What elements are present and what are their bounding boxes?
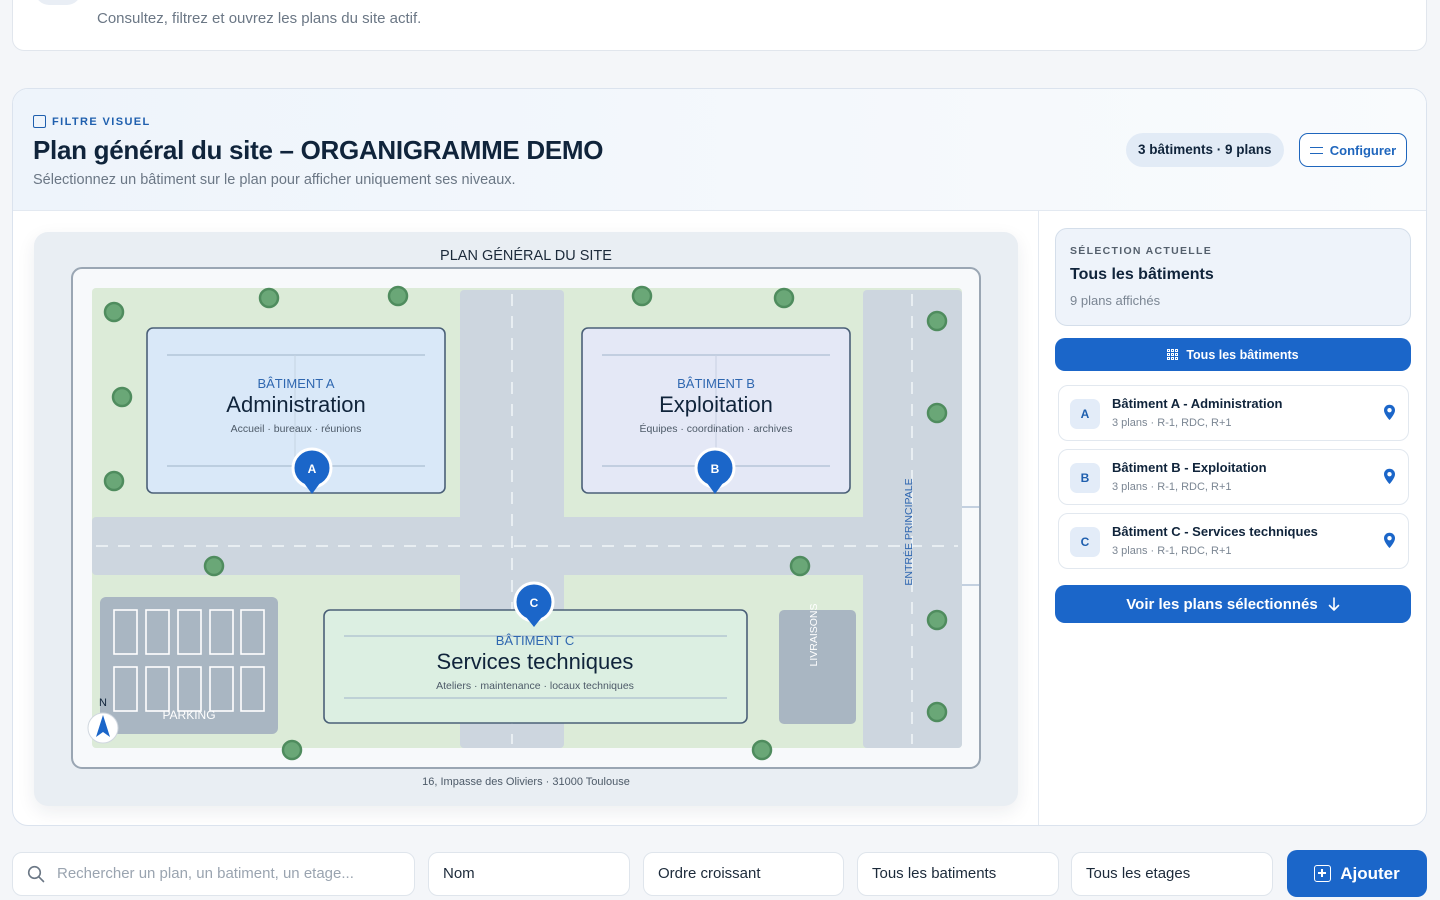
building-c-desc: Ateliers · maintenance · locaux techniqu… [436, 680, 634, 692]
building-letter-badge: C [1070, 527, 1100, 557]
sliders-icon [1309, 145, 1323, 156]
building-item-meta: 3 plans · R-1, RDC, R+1 [1112, 417, 1232, 429]
frame-icon [33, 115, 46, 128]
compass-icon: N [87, 697, 119, 744]
building-a-pin[interactable]: A [291, 410, 333, 494]
entrance-label: ENTRÉE PRINCIPALE [902, 478, 915, 585]
building-item-name: Bâtiment B - Exploitation [1112, 460, 1267, 475]
sort-order-select[interactable]: Ordre croissant [643, 852, 844, 896]
building-c-pin[interactable]: C [513, 581, 555, 627]
add-plus-icon [1314, 865, 1332, 882]
building-a-name: Administration [226, 392, 365, 417]
view-selected-plans-button[interactable]: Voir les plans sélectionnés [1055, 585, 1411, 623]
grid-icon [1167, 349, 1179, 360]
map-title: PLAN GÉNÉRAL DU SITE [440, 247, 612, 264]
map-pin-icon [1384, 404, 1395, 420]
building-c-shape[interactable]: BÂTIMENT C Services techniques Ateliers … [323, 609, 748, 724]
building-filter-select[interactable]: Tous les batiments [857, 852, 1059, 896]
building-letter-badge: B [1070, 463, 1100, 493]
pin-c-letter: C [530, 596, 539, 610]
building-item-meta: 3 plans · R-1, RDC, R+1 [1112, 481, 1232, 493]
building-b-pin[interactable]: B [694, 447, 736, 494]
sort-field-select[interactable]: Nom [428, 852, 630, 896]
filter-eyebrow-label: FILTRE VISUEL [52, 115, 151, 128]
selection-title: Tous les bâtiments [1070, 266, 1214, 283]
building-a-desc: Accueil · bureaux · réunions [231, 423, 362, 435]
all-buildings-label: Tous les bâtiments [1186, 347, 1299, 362]
building-c-name: Services techniques [437, 649, 634, 674]
building-letter-badge: A [1070, 399, 1100, 429]
deliveries-label: LIVRAISONS [808, 603, 820, 666]
view-selected-plans-label: Voir les plans sélectionnés [1126, 595, 1318, 613]
map-pin-icon [1384, 532, 1395, 548]
search-icon [27, 865, 45, 883]
floor-filter-select[interactable]: Tous les etages [1071, 852, 1273, 896]
road-horizontal [92, 517, 962, 575]
arrow-down-icon [1328, 596, 1340, 611]
pin-b-letter: B [711, 462, 720, 476]
compass-north-label: N [99, 697, 107, 709]
add-label: Ajouter [1340, 863, 1400, 883]
panel-divider [1038, 211, 1039, 825]
current-selection-card: SÉLECTION ACTUELLE Tous les bâtiments 9 … [1055, 228, 1411, 326]
building-c-tag: BÂTIMENT C [496, 633, 575, 648]
building-item-name: Bâtiment A - Administration [1112, 396, 1283, 411]
building-a-shape[interactable]: BÂTIMENT A Administration Accueil · bure… [146, 327, 446, 494]
map-pin-icon [1384, 468, 1395, 484]
configure-button[interactable]: Configurer [1299, 133, 1407, 167]
visual-filter-card: FILTRE VISUEL Plan général du site – ORG… [12, 88, 1427, 826]
search-placeholder: Rechercher un plan, un batiment, un etag… [57, 865, 354, 882]
header-icon-tile [35, 0, 81, 5]
site-map-svg: PLAN GÉNÉRAL DU SITE ENTRÉE PRINCIPALE P… [71, 247, 981, 788]
building-item-meta: 3 plans · R-1, RDC, R+1 [1112, 545, 1232, 557]
building-list-item-b[interactable]: B Bâtiment B - Exploitation 3 plans · R-… [1058, 449, 1409, 505]
page-subtitle: Consultez, filtrez et ouvrez les plans d… [97, 10, 422, 27]
visual-filter-header: FILTRE VISUEL Plan général du site – ORG… [13, 89, 1426, 211]
building-item-name: Bâtiment C - Services techniques [1112, 524, 1318, 539]
deliveries-area [779, 610, 856, 724]
selection-count: 9 plans affichés [1070, 293, 1161, 308]
page-header-card: Consultez, filtrez et ouvrez les plans d… [12, 0, 1427, 51]
search-input[interactable]: Rechercher un plan, un batiment, un etag… [12, 852, 415, 896]
parking-label: PARKING [162, 708, 215, 722]
trees [103, 285, 948, 761]
count-badge: 3 bâtiments · 9 plans [1126, 133, 1284, 167]
building-a-tag: BÂTIMENT A [257, 376, 334, 391]
building-b-desc: Équipes · coordination · archives [640, 422, 793, 435]
building-b-name: Exploitation [659, 392, 773, 417]
building-list-item-a[interactable]: A Bâtiment A - Administration 3 plans · … [1058, 385, 1409, 441]
plan-subtitle: Sélectionnez un bâtiment sur le plan pou… [33, 172, 516, 188]
building-list-item-c[interactable]: C Bâtiment C - Services techniques 3 pla… [1058, 513, 1409, 569]
site-map: PLAN GÉNÉRAL DU SITE ENTRÉE PRINCIPALE P… [34, 232, 1018, 806]
selection-eyebrow: SÉLECTION ACTUELLE [1070, 245, 1213, 257]
building-b-shape[interactable]: BÂTIMENT B Exploitation Équipes · coordi… [581, 327, 851, 494]
filter-eyebrow: FILTRE VISUEL [33, 115, 151, 128]
plan-title: Plan général du site – ORGANIGRAMME DEMO [33, 135, 604, 165]
site-address: 16, Impasse des Oliviers · 31000 Toulous… [422, 776, 630, 788]
pin-a-letter: A [308, 462, 317, 476]
configure-label: Configurer [1329, 142, 1397, 158]
building-b-tag: BÂTIMENT B [677, 376, 755, 391]
add-button[interactable]: Ajouter [1287, 850, 1427, 897]
all-buildings-button[interactable]: Tous les bâtiments [1055, 338, 1411, 371]
